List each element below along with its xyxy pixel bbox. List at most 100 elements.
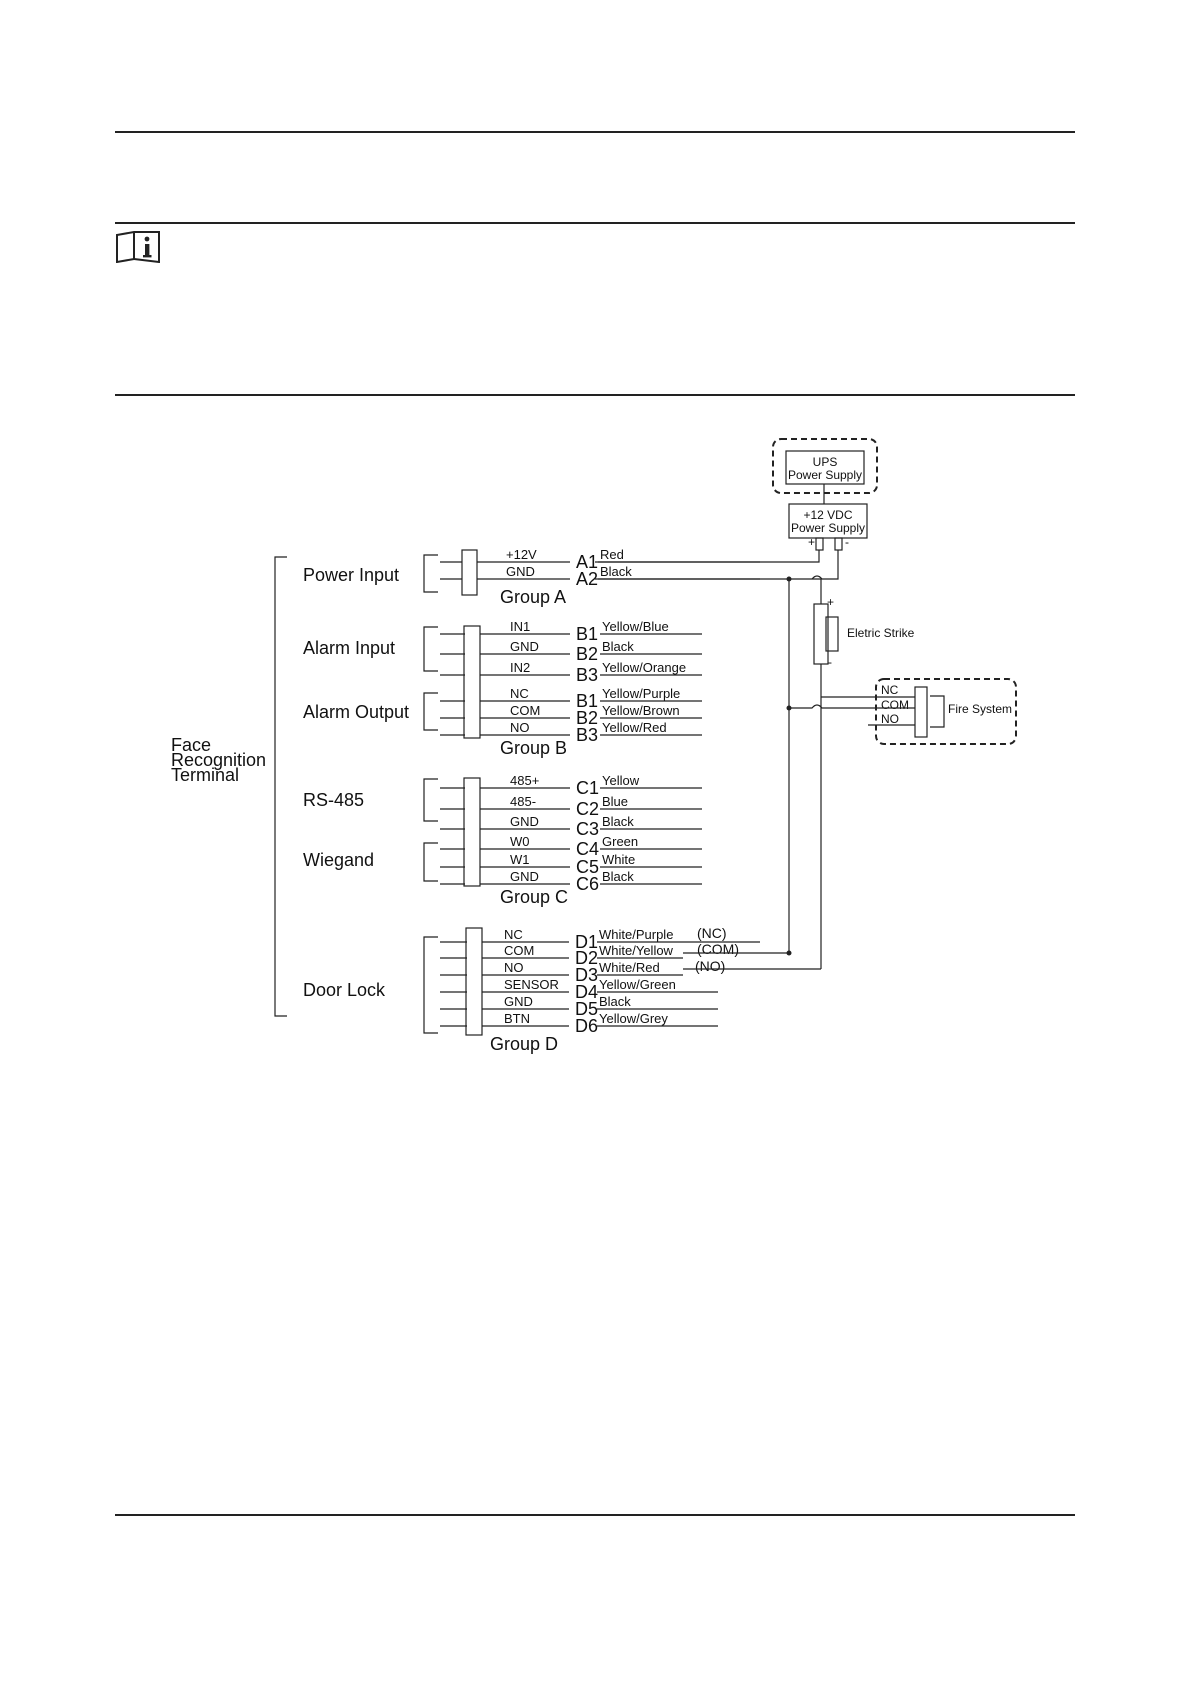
terminal-pin-label: W0 (510, 834, 530, 849)
terminal-wire-color: Blue (602, 794, 628, 809)
terminal-wire-color: Yellow (602, 773, 640, 788)
terminal-id: C4 (576, 839, 599, 859)
bracket-alarm-input (423, 626, 438, 672)
terminal-pin-label: GND (510, 639, 539, 654)
interface-wiegand: Wiegand (303, 850, 374, 870)
connector-group-d (465, 927, 483, 1036)
electric-strike-core (825, 616, 839, 652)
terminal-id: B3 (576, 725, 598, 745)
psu-plus-terminal (815, 537, 824, 551)
terminal-wire-color: Red (600, 547, 624, 562)
terminal-wire-color: Black (602, 814, 634, 829)
terminal-pin-label: NO (504, 960, 524, 975)
terminal-pin-label: GND (504, 994, 533, 1009)
terminal-id: D2 (575, 948, 598, 968)
terminal-row-b2-3: GND B2 Black (440, 639, 702, 664)
bracket-door-lock (423, 936, 438, 1034)
terminal-wire-color: Black (602, 639, 634, 654)
group-d-label: Group D (490, 1034, 558, 1054)
terminal-row-b1-2: IN1 B1 Yellow/Blue (440, 619, 702, 644)
terminal-id: B2 (576, 644, 598, 664)
wire-crossing-a2 (811, 575, 823, 580)
terminal-id: C1 (576, 778, 599, 798)
strike-minus-sign: - (828, 655, 832, 669)
terminal-pin-label: 485- (510, 794, 536, 809)
device-label-line3: Terminal (171, 765, 239, 785)
terminal-pin-label: COM (510, 703, 540, 718)
fire-pin-com: COM (881, 698, 909, 712)
electric-strike (813, 603, 829, 665)
terminal-id: C2 (576, 799, 599, 819)
interface-power-input: Power Input (303, 565, 399, 585)
strike-plus-sign: + (827, 595, 834, 609)
fire-pin-nc: NC (881, 683, 899, 697)
connector-group-c (463, 777, 481, 887)
terminal-id: B3 (576, 665, 598, 685)
terminal-id: D4 (575, 982, 598, 1002)
group-a-label: Group A (500, 587, 566, 607)
fire-system-boundary (875, 678, 1017, 745)
terminal-wire-color: Yellow/Blue (602, 619, 669, 634)
connector-group-a (461, 549, 478, 596)
terminal-wire-color: White/Red (599, 960, 660, 975)
terminal-wire-color: Yellow/Green (599, 977, 676, 992)
ups-label-line1: UPS (813, 455, 838, 469)
terminal-wire-color: Yellow/Red (602, 720, 667, 735)
terminal-pin-label: GND (510, 814, 539, 829)
wire-a1-to-psu-plus (595, 550, 820, 563)
device-bracket (274, 556, 287, 1017)
psu-minus-terminal (834, 537, 843, 551)
terminal-id: B2 (576, 708, 598, 728)
terminal-id: B1 (576, 624, 598, 644)
interface-alarm-input: Alarm Input (303, 638, 395, 658)
terminal-pin-label: W1 (510, 852, 530, 867)
terminal-pin-label: GND (510, 869, 539, 884)
terminal-id: D3 (575, 965, 598, 985)
terminal-id: C3 (576, 819, 599, 839)
bracket-power-input (423, 554, 438, 593)
terminal-wire-color: White (602, 852, 635, 867)
terminal-id: D1 (575, 932, 598, 952)
terminal-pin-label: IN1 (510, 619, 530, 634)
terminal-wire-color: Green (602, 834, 638, 849)
terminal-id: D6 (575, 1016, 598, 1036)
terminal-pin-label: GND (506, 564, 535, 579)
terminal-connection-note: (COM) (697, 941, 739, 957)
ups-boundary (772, 438, 878, 494)
bracket-wiegand (423, 842, 438, 882)
device-label-line1: Face (171, 735, 211, 755)
bracket-alarm-output (423, 692, 438, 731)
terminal-pin-label: NC (504, 927, 523, 942)
terminal-wire-color: White/Purple (599, 927, 673, 942)
psu-label-line1: +12 VDC (803, 508, 852, 522)
ups-label-line2: Power Supply (788, 468, 862, 482)
wire-fire-com (789, 704, 915, 709)
group-b-label: Group B (500, 738, 567, 758)
terminal-wire-color: White/Yellow (599, 943, 674, 958)
terminal-id: A1 (576, 552, 598, 572)
ups-box (785, 450, 865, 485)
note-icon (115, 230, 161, 268)
device-label-line2: Recognition (171, 750, 266, 770)
note-top-rule (115, 222, 1075, 224)
terminal-wire-color: Black (600, 564, 632, 579)
terminal-pin-label: COM (504, 943, 534, 958)
terminal-wire-color: Yellow/Brown (602, 703, 680, 718)
strike-label: Eletric Strike (847, 626, 915, 640)
terminal-id: C5 (576, 857, 599, 877)
fire-pin-no: NO (881, 712, 899, 726)
